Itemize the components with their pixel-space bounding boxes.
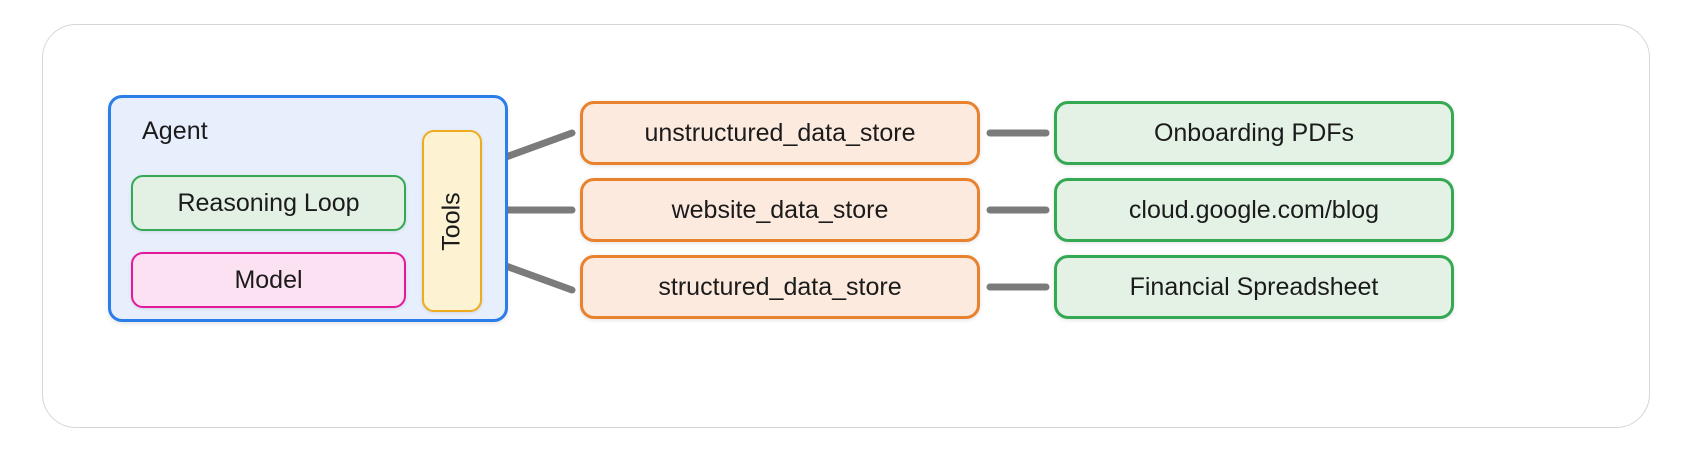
data-store-node-unstructured: unstructured_data_store	[580, 101, 980, 165]
reasoning-loop-label: Reasoning Loop	[177, 188, 360, 217]
data-source-node-cloud-blog: cloud.google.com/blog	[1054, 178, 1454, 242]
data-source-label: Financial Spreadsheet	[1129, 272, 1379, 301]
data-store-node-structured: structured_data_store	[580, 255, 980, 319]
data-source-label: Onboarding PDFs	[1153, 118, 1355, 147]
data-store-label: unstructured_data_store	[644, 118, 916, 147]
model-label: Model	[234, 265, 303, 294]
agent-label: Agent	[142, 117, 208, 145]
reasoning-loop-node: Reasoning Loop	[131, 175, 406, 231]
data-source-label: cloud.google.com/blog	[1128, 195, 1380, 224]
data-store-label: website_data_store	[671, 195, 889, 224]
tools-node: Tools	[422, 130, 482, 312]
data-source-node-financial-spreadsheet: Financial Spreadsheet	[1054, 255, 1454, 319]
tools-label: Tools	[437, 191, 466, 251]
data-store-node-website: website_data_store	[580, 178, 980, 242]
data-store-label: structured_data_store	[658, 272, 902, 301]
data-source-node-onboarding-pdfs: Onboarding PDFs	[1054, 101, 1454, 165]
model-node: Model	[131, 252, 406, 308]
